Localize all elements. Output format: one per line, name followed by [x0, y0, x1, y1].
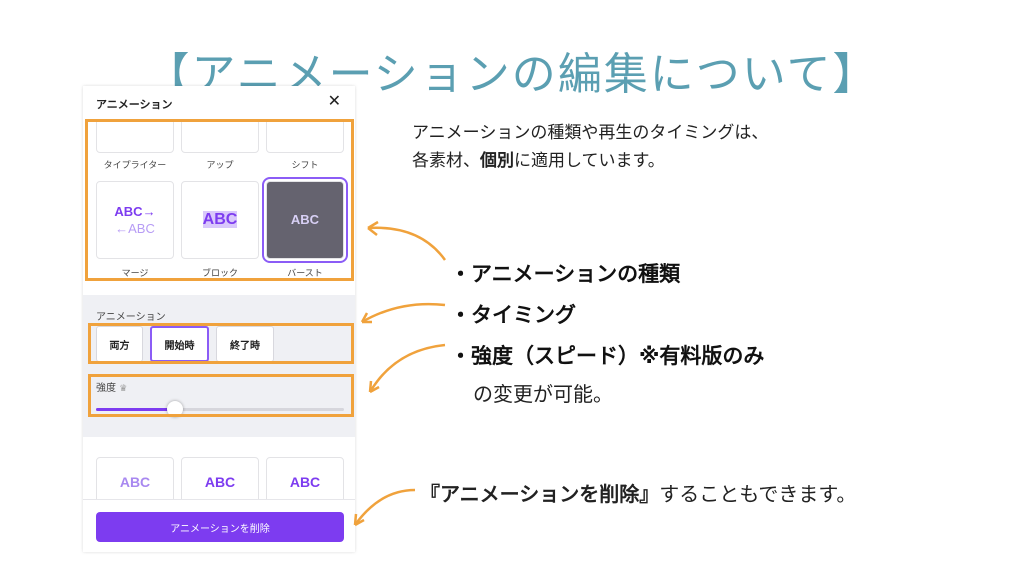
tile-preview: ABC [289, 474, 321, 490]
tile-preview: ABC [119, 474, 151, 490]
intro-text: 各素材、 [412, 151, 480, 171]
tile-label: バースト [287, 269, 323, 279]
delete-animation-button[interactable]: アニメーションを削除 [96, 512, 344, 542]
intensity-label: 強度 ♛ [96, 379, 127, 394]
tile-preview: ABC [204, 474, 236, 490]
animation-grid[interactable]: タイプライター アップ シフト ABC→ ←ABC ABC ABC マージ ブロ… [83, 119, 355, 295]
tile-preview: ABC [290, 212, 320, 227]
intro-line-1: アニメーションの種類や再生のタイミングは、 [412, 123, 769, 143]
tile-block[interactable]: ABC [181, 181, 259, 259]
delete-note: 『アニメーションを削除』することもできます。 [420, 478, 856, 507]
tile-merge[interactable]: ABC→ ←ABC [96, 181, 174, 259]
delete-note-bold: 『アニメーションを削除』 [420, 482, 660, 506]
close-icon[interactable]: ✕ [327, 91, 341, 110]
slider-fill [96, 408, 176, 411]
tile-shift[interactable] [266, 119, 344, 153]
bullet: ・強度（スピード）※有料版のみ [450, 344, 765, 368]
intro-text: に適用しています。 [514, 151, 665, 171]
animation-panel: アニメーション ✕ タイプライター アップ シフト ABC→ ←ABC ABC … [83, 86, 355, 552]
slider-thumb[interactable] [167, 401, 184, 417]
bullet-tail: の変更が可能。 [473, 382, 613, 406]
bullet: ・アニメーションの種類 [450, 262, 681, 286]
settings-section [83, 295, 355, 437]
tile-label: マージ [121, 269, 149, 279]
panel-footer: アニメーションを削除 [83, 499, 355, 552]
tile-preview: ←ABC [115, 221, 155, 236]
tile-label: タイプライター [103, 161, 167, 171]
panel-title: アニメーション [96, 98, 173, 111]
highlight-intensity [88, 374, 354, 417]
timing-both-button[interactable]: 両方 [96, 326, 143, 362]
tile-label: アップ [206, 161, 234, 171]
highlight-types [85, 119, 354, 281]
intro-line-2: 各素材、個別に適用しています。 [412, 146, 665, 171]
intensity-text: 強度 [96, 383, 116, 394]
tile-up[interactable] [181, 119, 259, 153]
annotation-arrows [353, 220, 447, 527]
tile-typewriter[interactable] [96, 119, 174, 153]
crown-icon: ♛ [119, 384, 128, 394]
tile-preview: ABC [202, 211, 238, 228]
tile-label: シフト [291, 161, 319, 171]
section-label: アニメーション [96, 312, 166, 323]
tile-burst[interactable]: ABC [262, 177, 348, 263]
tile-label: ブロック [201, 269, 238, 279]
intro-bold: 個別 [480, 151, 514, 171]
bullet: ・タイミング [450, 303, 576, 327]
highlight-timing [88, 323, 354, 364]
intensity-slider[interactable] [96, 401, 344, 417]
delete-note-text: することもできます。 [659, 482, 857, 506]
tile-preview: ABC→ [114, 204, 156, 219]
